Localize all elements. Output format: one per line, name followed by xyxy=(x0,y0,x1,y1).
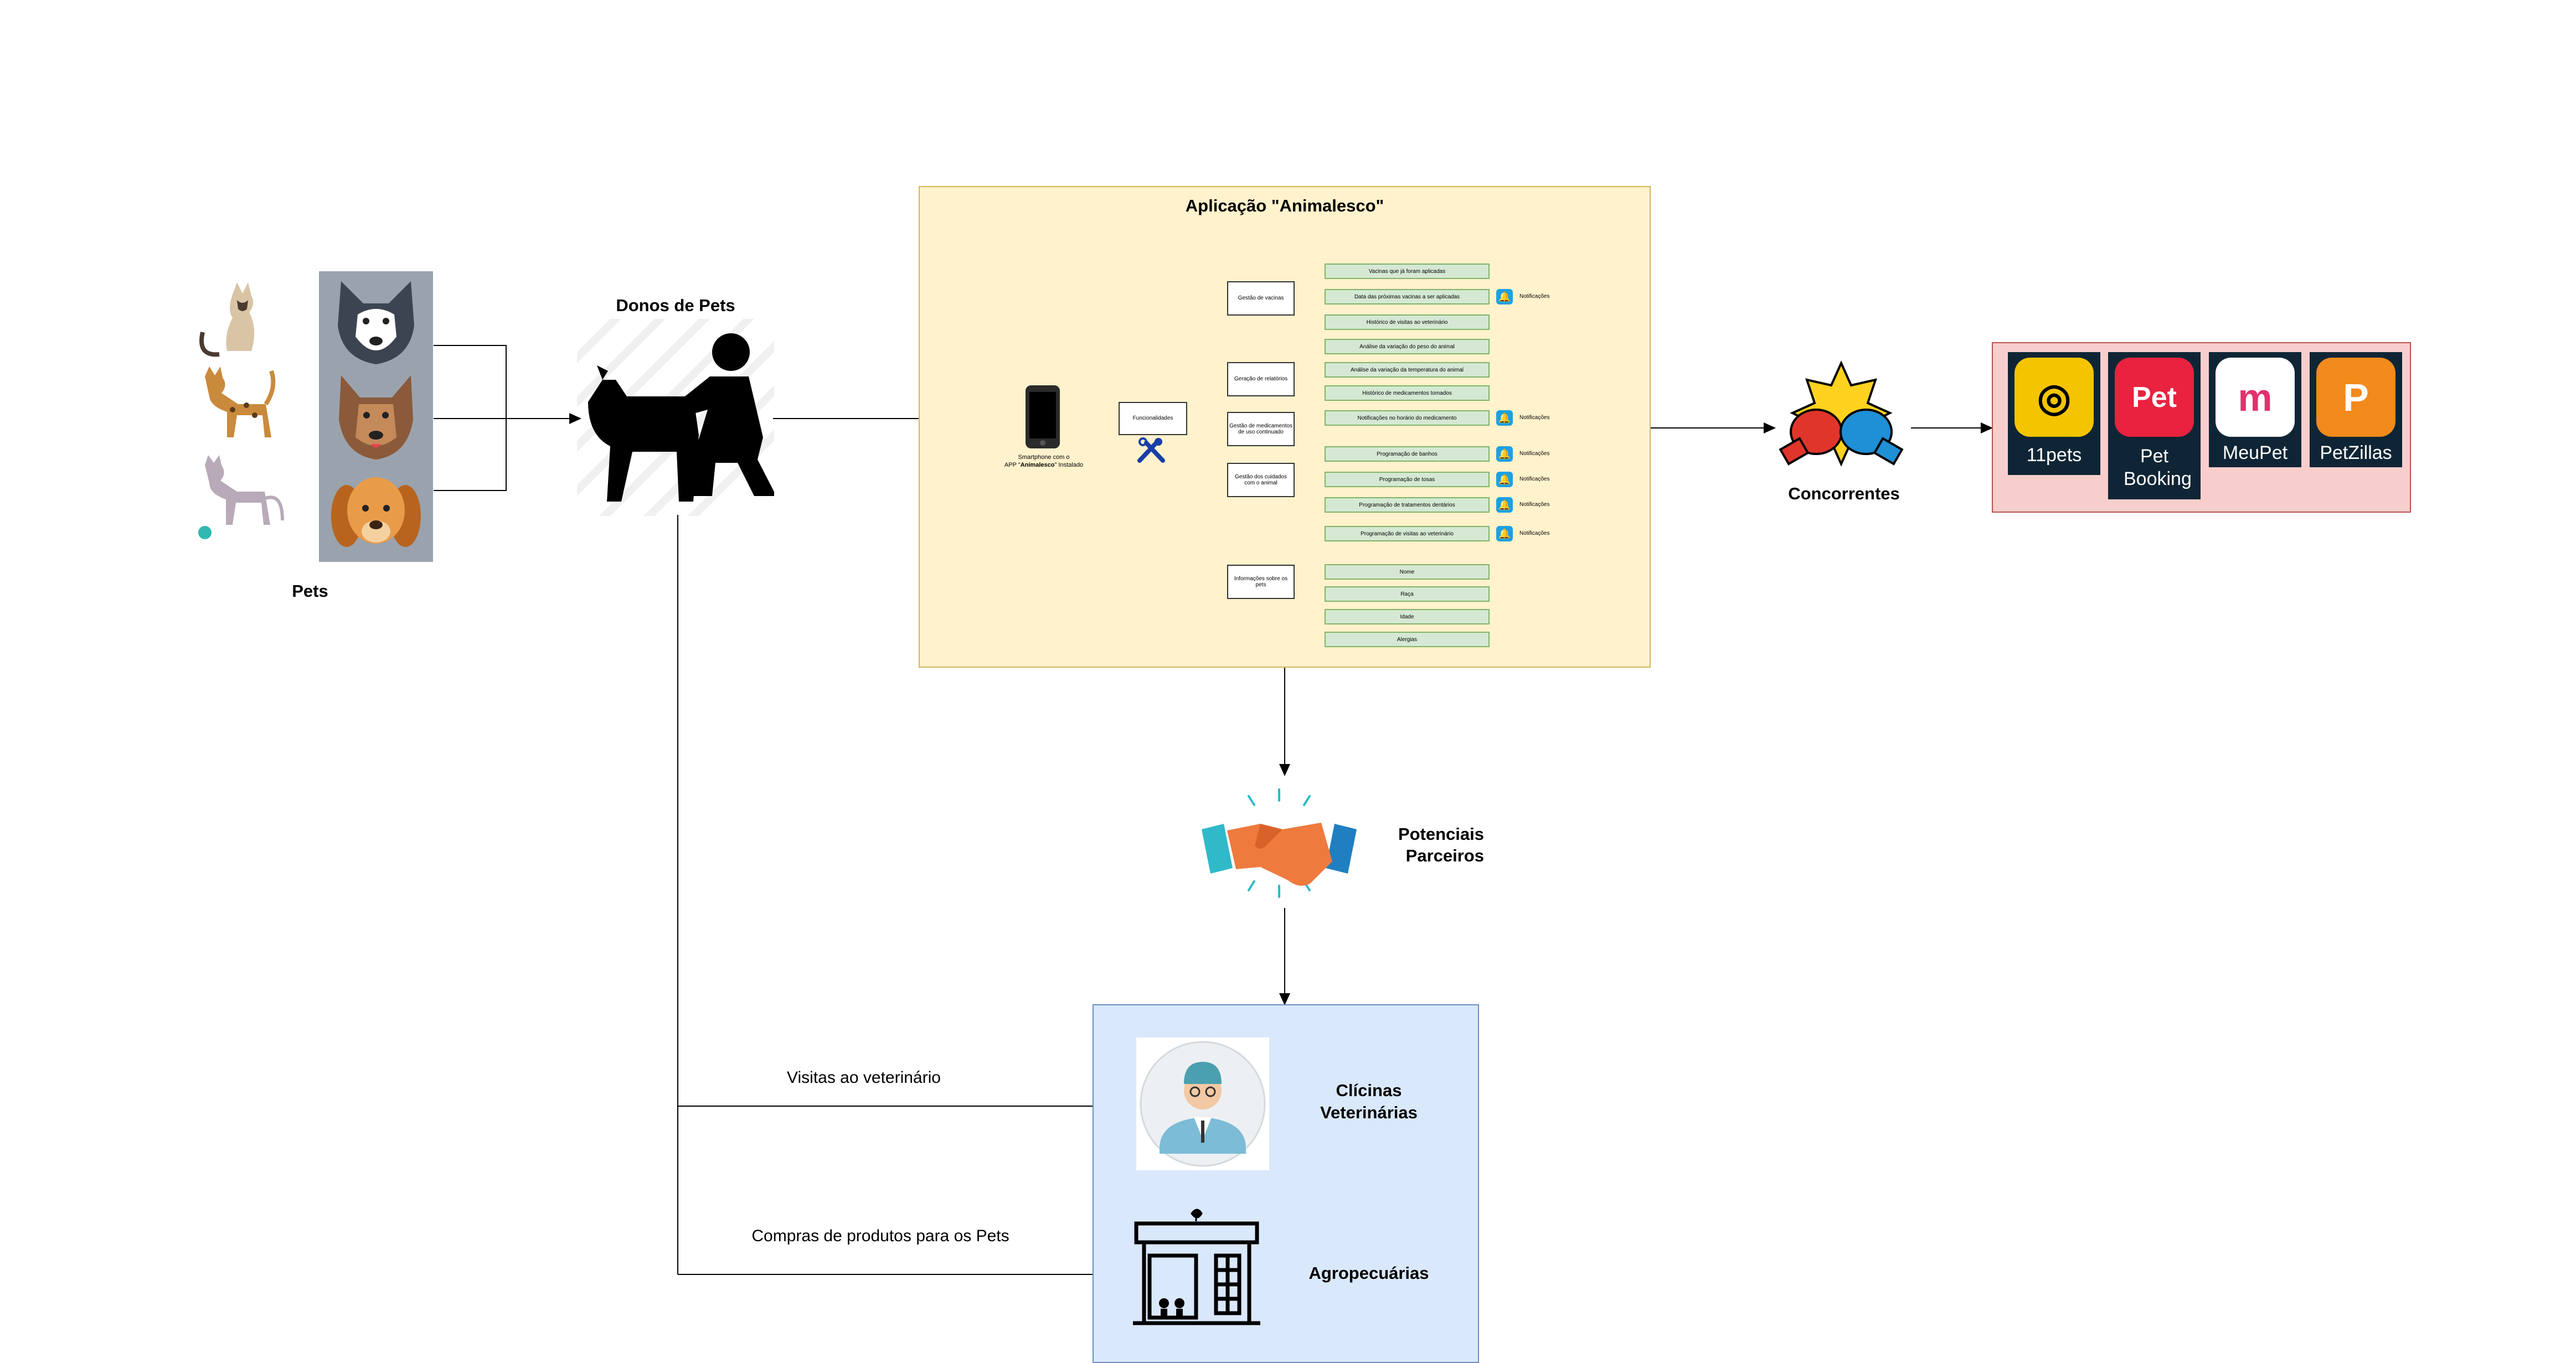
leaf-vet-visits[interactable]: Programação de visitas ao veterinário xyxy=(1325,526,1490,541)
category-reports[interactable]: Geração de relatórios xyxy=(1227,362,1295,396)
category-medications[interactable]: Gestão de medicamentos de uso continuado xyxy=(1227,412,1295,446)
leaf-vaccines-next[interactable]: Data das próximas vacinas a ser aplicada… xyxy=(1325,289,1490,304)
handshake-icon xyxy=(1202,788,1357,898)
leaf-baths[interactable]: Programação de banhos xyxy=(1325,446,1490,462)
connector-owner-down xyxy=(677,515,1132,1275)
competitor-app-meupet[interactable]: m MeuPet xyxy=(2209,352,2301,467)
dog-face-icon xyxy=(339,375,413,460)
leaf-grooming[interactable]: Programação de tosas xyxy=(1325,472,1490,487)
app-logo-icon: ◎ xyxy=(2015,358,2094,437)
pets-label: Pets xyxy=(292,581,328,601)
leaf-allergies[interactable]: Alergias xyxy=(1325,632,1490,647)
notification-label: Notificações xyxy=(1519,502,1550,508)
app-title: Aplicação "Animalesco" xyxy=(1185,196,1384,215)
notification-label: Notificações xyxy=(1519,451,1550,457)
competitor-app-pet-booking[interactable]: Pet Pet Booking xyxy=(2108,352,2201,499)
bell-icon: 🔔 xyxy=(1496,446,1513,462)
bell-icon: 🔔 xyxy=(1496,289,1513,304)
leaf-temperature-analysis[interactable]: Análise da variação da temperatura do an… xyxy=(1325,362,1490,378)
cat-icon xyxy=(199,282,255,357)
smartphone-caption: Smartphone com o APP "Animalesco" Instal… xyxy=(1004,454,1084,468)
edge-label-vet-visits: Visitas ao veterinário xyxy=(787,1068,941,1087)
leaf-medication-notifications[interactable]: Notificações no horário do medicamento xyxy=(1325,410,1490,426)
app-logo-icon: m xyxy=(2216,358,2295,437)
category-vaccines[interactable]: Gestão de vacinas xyxy=(1227,281,1295,316)
owner-with-dog-icon xyxy=(577,319,774,516)
cat-icon xyxy=(198,455,284,539)
competitors-label: Concorrentes xyxy=(1788,484,1900,503)
leaf-name[interactable]: Nome xyxy=(1325,564,1490,580)
dog-face-icon xyxy=(331,477,421,547)
competitor-app-petzillas[interactable]: P PetZillas xyxy=(2310,352,2402,467)
category-pet-info[interactable]: Informações sobre os pets xyxy=(1227,565,1295,599)
veterinarian-icon xyxy=(1136,1037,1269,1170)
dog-faces-panel xyxy=(319,271,433,562)
tools-icon xyxy=(1137,437,1165,463)
bell-icon: 🔔 xyxy=(1496,472,1513,487)
leaf-medication-history[interactable]: Histórico de medicamentos tomados xyxy=(1325,385,1490,401)
smartphone-icon[interactable] xyxy=(1024,384,1061,450)
clinics-label: Clícinas Veterinárias xyxy=(1320,1081,1418,1123)
notification-label: Notificações xyxy=(1519,293,1550,300)
notification-label: Notificações xyxy=(1519,415,1550,421)
boxing-gloves-icon xyxy=(1779,360,1904,467)
notification-label: Notificações xyxy=(1519,530,1550,536)
cat-icon xyxy=(205,366,276,437)
partners-label: Potenciais Parceiros xyxy=(1398,824,1484,865)
dog-face-icon xyxy=(338,281,414,364)
owners-label: Donos de Pets xyxy=(616,296,735,315)
functions-node[interactable]: Funcionalidades xyxy=(1119,402,1187,435)
app-logo-icon: P xyxy=(2316,358,2395,437)
leaf-breed[interactable]: Raça xyxy=(1325,586,1490,602)
shop-icon xyxy=(1133,1209,1260,1325)
leaf-vaccines-applied[interactable]: Vacinas que já foram aplicadas xyxy=(1325,264,1490,279)
leaf-weight-analysis[interactable]: Análise da variação do peso do animal xyxy=(1325,339,1490,354)
leaf-dental[interactable]: Programação de tratamentos dentários xyxy=(1325,497,1490,513)
leaf-age[interactable]: Idade xyxy=(1325,609,1490,624)
notification-label: Notificações xyxy=(1519,476,1550,482)
bell-icon: 🔔 xyxy=(1496,410,1513,426)
app-logo-icon: Pet xyxy=(2115,358,2194,437)
agro-label: Agropecuárias xyxy=(1308,1263,1429,1283)
pets-group xyxy=(188,271,437,565)
category-care[interactable]: Gestão dos cuidados com o animal xyxy=(1227,463,1295,497)
bell-icon: 🔔 xyxy=(1496,526,1513,541)
edge-label-purchases: Compras de produtos para os Pets xyxy=(751,1227,1009,1245)
competitor-app-11pets[interactable]: ◎ 11pets xyxy=(2008,352,2100,475)
bell-icon: 🔔 xyxy=(1496,497,1513,513)
leaf-vet-history[interactable]: Histórico de visitas ao veterinário xyxy=(1325,314,1490,330)
